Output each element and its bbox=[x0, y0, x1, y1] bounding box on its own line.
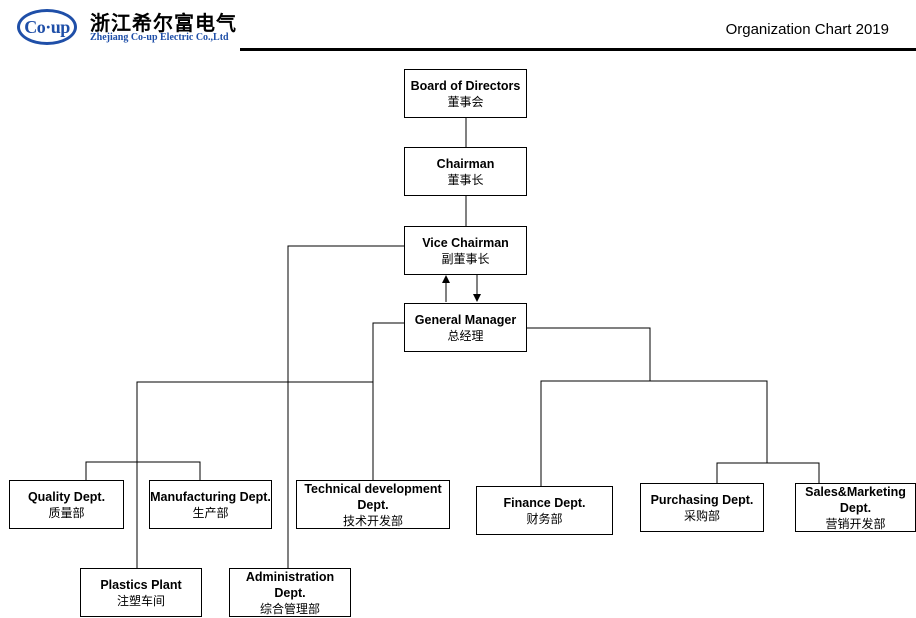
node-administration-dept: Administration Dept. 综合管理部 bbox=[229, 568, 351, 617]
node-label-en: Vice Chairman bbox=[422, 235, 509, 250]
node-label-en: Purchasing Dept. bbox=[650, 492, 754, 507]
company-logo: Co·up bbox=[17, 9, 77, 45]
node-board-of-directors: Board of Directors 董事会 bbox=[404, 69, 527, 118]
connector-vice-admin bbox=[287, 245, 405, 568]
node-label-cn: 副董事长 bbox=[441, 251, 490, 266]
connector-quality-manufacturing bbox=[85, 461, 201, 480]
node-label-en: Plastics Plant bbox=[100, 577, 182, 592]
node-label-en: Sales&Marketing Dept. bbox=[805, 484, 906, 515]
node-label-en: Administration Dept. bbox=[245, 569, 335, 600]
node-technical-development-dept: Technical development Dept. 技术开发部 bbox=[296, 480, 450, 529]
node-manufacturing-dept: Manufacturing Dept. 生产部 bbox=[149, 480, 272, 529]
node-label-cn: 采购部 bbox=[683, 508, 720, 523]
node-sales-marketing-dept: Sales&Marketing Dept. 营销开发部 bbox=[795, 483, 916, 532]
node-label-cn: 生产部 bbox=[192, 505, 229, 520]
node-label-cn: 技术开发部 bbox=[342, 513, 403, 528]
chart-title: Organization Chart 2019 bbox=[725, 21, 889, 38]
node-label-cn: 质量部 bbox=[48, 505, 85, 520]
node-label-en: Manufacturing Dept. bbox=[150, 489, 271, 504]
node-label-cn: 董事长 bbox=[447, 172, 484, 187]
node-label-cn: 营销开发部 bbox=[825, 516, 886, 531]
node-label-en: Finance Dept. bbox=[503, 495, 586, 510]
node-label-en: Technical development Dept. bbox=[304, 481, 442, 512]
node-label-cn: 董事会 bbox=[447, 94, 484, 109]
node-label-cn: 注塑车间 bbox=[116, 593, 165, 608]
connector-right-bus bbox=[540, 380, 768, 486]
node-label-en: Board of Directors bbox=[410, 78, 521, 93]
node-quality-dept: Quality Dept. 质量部 bbox=[9, 480, 124, 529]
node-general-manager: General Manager 总经理 bbox=[404, 303, 527, 352]
node-label-en: General Manager bbox=[414, 312, 517, 327]
header: Co·up 浙江希尔富电气 Zhejiang Co-up Electric Co… bbox=[0, 0, 916, 51]
node-purchasing-dept: Purchasing Dept. 采购部 bbox=[640, 483, 764, 532]
connector-gm-left bbox=[136, 322, 405, 568]
connector-purchasing-sales bbox=[716, 462, 820, 483]
node-vice-chairman: Vice Chairman 副董事长 bbox=[404, 226, 527, 275]
node-plastics-plant: Plastics Plant 注塑车间 bbox=[80, 568, 202, 617]
node-label-en: Chairman bbox=[436, 156, 495, 171]
header-rule bbox=[240, 48, 916, 51]
connector-gm-right bbox=[527, 327, 651, 381]
node-label-cn: 综合管理部 bbox=[259, 601, 320, 616]
node-label-en: Quality Dept. bbox=[27, 489, 106, 504]
node-chairman: Chairman 董事长 bbox=[404, 147, 527, 196]
company-name-cn: 浙江希尔富电气 bbox=[90, 11, 237, 35]
node-label-cn: 财务部 bbox=[526, 511, 563, 526]
node-label-cn: 总经理 bbox=[447, 328, 484, 343]
node-finance-dept: Finance Dept. 财务部 bbox=[476, 486, 613, 535]
company-name-en: Zhejiang Co-up Electric Co.,Ltd bbox=[90, 32, 229, 43]
